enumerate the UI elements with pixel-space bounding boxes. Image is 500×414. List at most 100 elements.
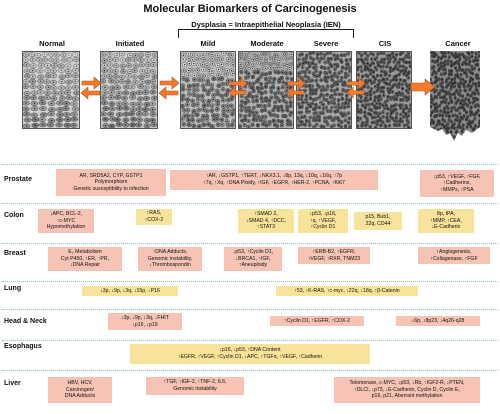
box-line: Carcinogen/: [66, 386, 94, 393]
biomarker-box: E₂ Metabolism Cyt P450, ↑ER, ↑PR, ↓DNA R…: [48, 247, 122, 271]
bidirectional-arrow-icon: [346, 77, 366, 99]
box-line: p16, p21, Aberrant methylation: [371, 393, 443, 400]
stage-label-normal: Normal: [39, 39, 65, 48]
biomarker-box: ↓p16, ↓p53, ↑DNA Content ↑EGFR, ↑VEGF, ↑…: [130, 344, 370, 364]
box-line: ↑MMPs, ↑PSA: [440, 186, 474, 193]
box-line: ↑SMAD 2,: [254, 211, 278, 218]
biomarker-box: ↑DNA Adducts, Genomic instability, ↓Thro…: [138, 247, 202, 271]
stage-label-mild: Mild: [200, 39, 216, 48]
box-line: ↑EGFR, ↑VEGF, ↑Cyclin D1, ↓APC, ↑TGFα, ↑…: [177, 354, 323, 360]
row-divider: [2, 243, 498, 244]
box-line: Polymorphism: [94, 179, 128, 186]
row-divider: [2, 370, 498, 371]
biomarker-box: Telomerase, c-MYC, ↓p53, ↓Rb, ↑IGF2-R, ↓…: [334, 377, 480, 403]
histology-normal-image: [23, 52, 79, 128]
biomarker-box: p15, Bub1, 22q, CD44: [354, 212, 402, 230]
histology-normal: [22, 51, 80, 129]
box-line: ↓p53, ↑Cyclin D1,: [232, 249, 274, 256]
box-line: ↑COX-2: [144, 217, 164, 223]
box-line: ↓SMAD 4, ↑DCC,: [245, 217, 287, 224]
row-label-colon: Colon: [4, 212, 24, 219]
biomarker-box: ↑RAS, ↑COX-2: [136, 209, 172, 225]
box-line: ↓3p, ↓9p, ↓3q, ↓15p, ↓P16: [100, 287, 160, 294]
biomarker-box: ↓3p, ↓9p, ↓3q, ↓FHIT ↓p16, ↓p19: [108, 313, 182, 330]
box-line: ↓p16, ↓p53, ↑DNA Content: [219, 347, 281, 354]
box-line: ↑MMP, ↑CEA,: [430, 217, 462, 224]
row-label-head-neck: Head & Neck: [4, 318, 47, 325]
ien-label: Dysplasia = Intraepithelial Neoplasia (I…: [191, 20, 341, 29]
histology-cancer: [430, 51, 480, 143]
biomarker-box: ↓APC, BCL-2, ↑c-MYC Hypomethylation: [38, 209, 94, 233]
box-line: ↑DLCI, ↓p73, ↓E-Cadherin, Cyclin D, Cycl…: [354, 386, 460, 393]
box-line: Genomic instability,: [147, 255, 193, 262]
box-line: ↑VEGF, ↑RXR, TNM23: [307, 255, 361, 262]
histology-cancer-image: [430, 51, 480, 143]
biomarker-box: ↑TGF, ↑IGF-2, ↑TNF-2, IL6, Genomic insta…: [146, 377, 244, 395]
box-line: ↓3p, ↓9p, ↓3q, ↓FHIT: [121, 314, 169, 321]
box-line: E₂ Metabolism: [68, 249, 102, 256]
box-line: ↓p53, ↓p16,: [309, 211, 337, 218]
stage-label-cancer: Cancer: [445, 39, 471, 48]
box-line: ↓p53, ↑VEGF, ↑FGF,: [433, 173, 481, 180]
bidirectional-arrow-icon: [80, 76, 102, 100]
box-line: HBV, HCV,: [67, 380, 93, 387]
box-line: ↑Cadherins,: [443, 180, 471, 187]
box-line: ↑Cyclin D1, ↑EGFR, ↑COX-2: [283, 317, 350, 324]
box-line: 22q, CD44: [365, 221, 391, 227]
box-line: ↑7q, ↑Xq, ↑DNA Ploidy, ↑IGF, ↑EGFR, ↑HER…: [203, 180, 345, 186]
histology-severe-image: [297, 52, 351, 128]
box-line: ↑ERB-B2, ↑EGFR,: [312, 248, 356, 255]
biomarker-box: ↑53, ↑K-RAS, ↑c-myc, ↓22q, ↓18q, ↑β-Cate…: [276, 286, 418, 296]
box-line: ↑RAS,: [146, 210, 162, 217]
box-line: DNA Adducts: [64, 393, 96, 400]
stage-label-moderate: Moderate: [250, 39, 284, 48]
biomarker-box: ↑SMAD 2, ↓SMAD 4, ↑DCC, ↑STAT3: [238, 209, 294, 233]
biomarker-box: ↓6p, ↓8p23, ↓4q26-q28: [396, 316, 480, 326]
box-line: Telomerase, c-MYC, ↓p53, ↓Rb, ↑IGF2-R, ↓…: [349, 380, 465, 387]
biomarker-box: HBV, HCV, Carcinogen/ DNA Adducts: [48, 377, 112, 403]
box-line: ↓p16, ↓p19: [132, 321, 158, 328]
box-line: ↑53, ↑K-RAS, ↑c-myc, ↓22q, ↓18q, ↑β-Cate…: [294, 287, 400, 294]
row-divider: [2, 281, 498, 282]
row-label-esophagus: Esophagus: [4, 343, 42, 350]
biomarker-box: ↓3p, ↓9p, ↓3q, ↓15p, ↓P16: [82, 286, 178, 296]
biomarker-box: ↑ERB-B2, ↑EGFR, ↑VEGF, ↑RXR, TNM23: [298, 247, 370, 264]
box-line: ↑q, ↑VEGF,: [310, 217, 336, 224]
histology-mild: [180, 51, 236, 129]
biomarker-box: ↓p53, ↑VEGF, ↑FGF, ↑Cadherins, ↑MMPs, ↑P…: [420, 170, 494, 197]
biomarker-box: ↑Cyclin D1, ↑EGFR, ↑COX-2: [270, 316, 364, 326]
box-line: Cyt P450, ↑ER, ↑PR,: [60, 255, 110, 262]
row-label-prostate: Prostate: [4, 176, 33, 183]
biomarker-box: ↓p53, ↑Cyclin D1, ↓BRCA1, ↑IGF, ↑Aneuplo…: [224, 247, 282, 271]
row-label-breast: Breast: [4, 250, 26, 257]
stage-label-severe: Severe: [313, 39, 339, 48]
stage-label-initiated: Initiated: [115, 39, 145, 48]
box-line: 8p, tPA,: [436, 211, 456, 218]
box-line: ↑Aneuploidy: [238, 262, 268, 269]
histology-moderate-image: [239, 52, 293, 128]
histology-initiated: [100, 51, 158, 129]
histology-mild-image: [181, 52, 235, 128]
bidirectional-arrow-icon: [228, 77, 248, 99]
box-line: ↑c-MYC: [56, 217, 76, 224]
row-label-lung: Lung: [4, 285, 22, 292]
row-label-liver: Liver: [4, 380, 21, 387]
box-line: p15, Bub1,: [365, 214, 391, 221]
histology-initiated-image: [101, 52, 157, 128]
box-line: AR, SRD5A2, CYP, GSTP1: [79, 172, 143, 179]
biomarker-box: 8p, tPA, ↑MMP, ↑CEA, ↓E-Cadherin: [418, 209, 474, 233]
box-line: ↑DNA Adducts,: [152, 249, 188, 256]
box-line: ↑STAT3: [257, 224, 275, 231]
histology-cis-image: [357, 52, 411, 128]
box-line: ↑AR, ↓GSTP1, ↑TERT, ↓NKX3.1, ↓8p, 13q, ↓…: [205, 173, 343, 180]
box-line: ↑Collagenase, ↑FGF: [430, 255, 478, 262]
biomarker-box: ↑AR, ↓GSTP1, ↑TERT, ↓NKX3.1, ↓8p, 13q, ↓…: [170, 170, 378, 190]
histology-cis: [356, 51, 412, 129]
biomarker-box: ↓p53, ↓p16, ↑q, ↑VEGF, ↑Cyclin D1: [298, 209, 348, 233]
biomarker-box: AR, SRD5A2, CYP, GSTP1 Polymorphism Gene…: [56, 169, 166, 196]
diagram-title: Molecular Biomarkers of Carcinogenesis: [143, 3, 357, 15]
box-line: ↑Angiogenesis,: [436, 248, 472, 255]
bidirectional-arrow-icon: [158, 76, 180, 100]
row-divider: [2, 203, 498, 204]
row-divider: [2, 340, 498, 341]
